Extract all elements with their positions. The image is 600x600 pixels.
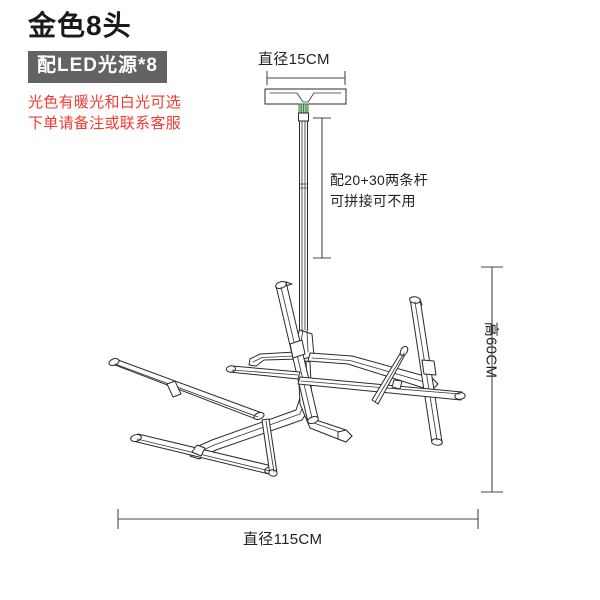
overall-diameter-label: 直径115CM: [243, 531, 323, 548]
product-info-block: 金色8头 配LED光源*8 光色有暖光和白光可选 下单请备注或联系客服: [28, 8, 258, 134]
canopy-dimension-line: [266, 71, 346, 85]
page-title: 金色8头: [28, 10, 132, 41]
led-tube-5: [225, 365, 301, 380]
color-option-note: 光色有暖光和白光可选: [28, 93, 182, 111]
canopy-diameter-label: 直径15CM: [258, 51, 330, 68]
ceiling-canopy: [264, 88, 347, 114]
rod-dimension-line: [313, 117, 331, 259]
led-source-badge: 配LED光源*8: [28, 51, 167, 83]
diameter-dimension-line: [117, 509, 479, 529]
led-tube-3: [108, 358, 265, 420]
suspension-rod: [298, 112, 309, 331]
rod-note-line-2: 可拼接可不用: [330, 193, 416, 209]
rod-length-note: 配20+30两条杆 可拼接可不用: [330, 170, 428, 212]
led-tube-4: [130, 433, 276, 475]
led-tube-8: [261, 418, 278, 477]
led-tube-7: [371, 345, 409, 405]
order-contact-note: 下单请备注或联系客服: [28, 115, 182, 133]
led-tube-end-detail: [337, 429, 353, 443]
led-tube-2: [409, 296, 443, 446]
rod-note-line-1: 配20+30两条杆: [330, 172, 429, 188]
height-dimension-line: [481, 266, 503, 493]
